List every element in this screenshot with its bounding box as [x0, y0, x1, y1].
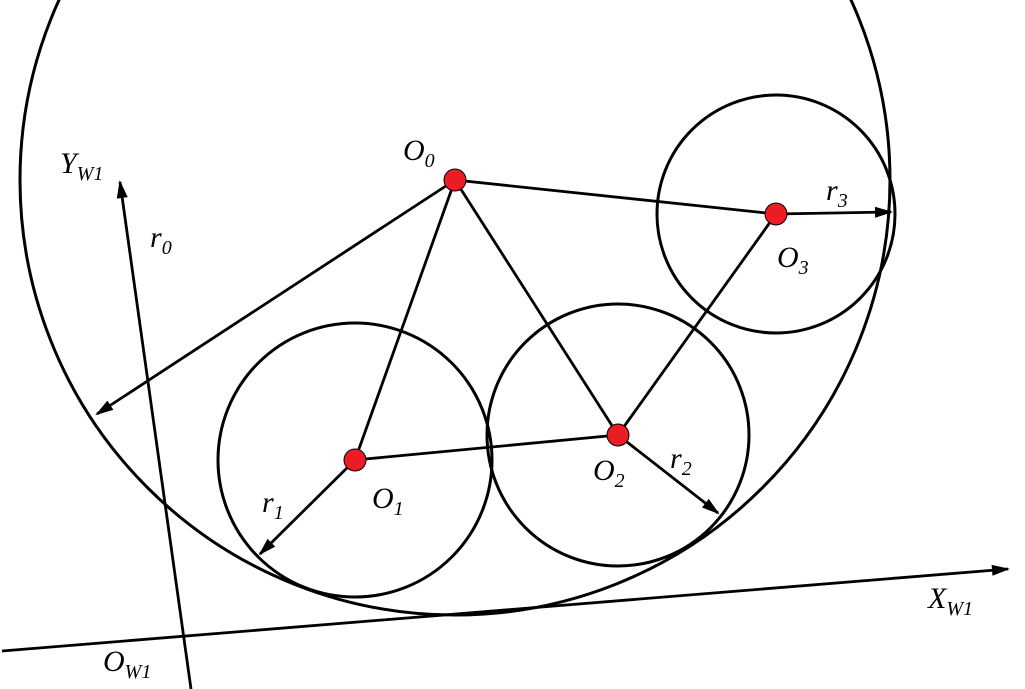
point-O1	[343, 448, 367, 472]
label-r1-sub: 1	[274, 502, 284, 524]
label-O0: O0	[403, 134, 435, 172]
label-r3: r3	[826, 174, 848, 212]
point-O0	[443, 168, 467, 192]
label-O1-sub: 1	[394, 498, 404, 520]
segment-O0-O2	[453, 179, 620, 436]
point-O2	[606, 423, 630, 447]
point-O3	[764, 202, 788, 226]
label-y-axis: YW1	[60, 147, 103, 185]
label-x-axis-base: X	[927, 582, 948, 615]
outer-circle-r0	[18, 0, 892, 617]
inner-circle-3	[655, 93, 897, 335]
label-O3: O3	[777, 241, 809, 279]
inner-circle-2	[485, 302, 751, 568]
label-O3-base: O	[777, 241, 799, 274]
label-O3-sub: 3	[798, 257, 809, 279]
label-O1: O1	[372, 482, 404, 520]
label-origin-sub: W1	[125, 661, 152, 683]
label-O1-base: O	[372, 482, 394, 515]
radius-arrow-r2	[617, 433, 720, 515]
radius-arrow-r3	[775, 206, 893, 218]
label-origin-base: O	[103, 645, 125, 678]
label-r0-sub: 0	[162, 237, 172, 259]
label-O2-base: O	[593, 454, 615, 487]
label-y-axis-base: Y	[60, 147, 80, 180]
label-r2-base: r	[670, 442, 682, 475]
x-axis-arrow	[1, 564, 1010, 653]
label-y-axis-sub: W1	[77, 163, 104, 185]
label-O2: O2	[593, 454, 625, 492]
radius-arrow-r1	[258, 459, 356, 556]
label-r3-sub: 3	[837, 190, 848, 212]
segment-O1-O2	[354, 433, 619, 462]
segment-O2-O3	[616, 213, 778, 436]
label-x-axis: XW1	[927, 582, 973, 620]
label-r2-sub: 2	[682, 458, 692, 480]
label-r2: r2	[670, 442, 692, 480]
label-x-axis-sub: W1	[946, 598, 973, 620]
segment-O0-O1	[353, 179, 457, 461]
y-axis-arrow	[116, 180, 193, 689]
label-r0-base: r	[150, 221, 162, 254]
label-r1-base: r	[262, 486, 274, 519]
inner-circle-1	[216, 321, 494, 599]
radius-arrow-r0	[95, 178, 456, 416]
label-O0-base: O	[403, 134, 425, 167]
segment-O0-O3	[454, 178, 777, 216]
label-r1: r1	[262, 486, 284, 524]
label-r3-base: r	[826, 174, 838, 207]
label-r0: r0	[150, 221, 172, 259]
label-O0-sub: 0	[425, 150, 435, 172]
label-origin: OW1	[103, 645, 151, 683]
label-O2-sub: 2	[615, 470, 625, 492]
